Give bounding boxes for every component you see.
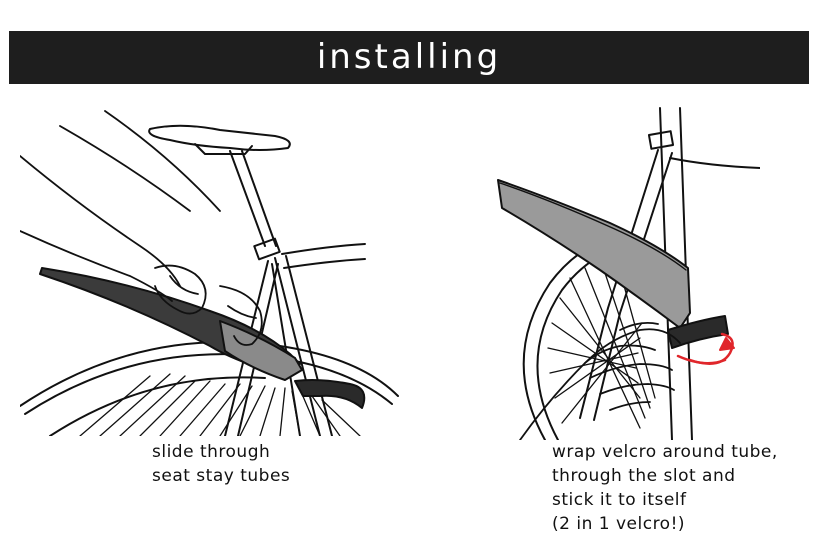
caption-line: (2 in 1 velcro!) [552, 514, 686, 534]
caption-line: slide through [152, 442, 271, 462]
step1-illustration [20, 110, 399, 436]
velcro-strap [294, 379, 366, 409]
saddle [148, 124, 291, 155]
step2-caption: wrap velcro around tube, through the slo… [552, 440, 778, 536]
step2-illustration [497, 107, 760, 440]
caption-line: stick it to itself [552, 490, 687, 510]
page-title: installing [9, 31, 809, 84]
fender [497, 179, 691, 329]
step1-caption: slide through seat stay tubes [152, 440, 290, 488]
hand [519, 321, 681, 440]
hands [20, 110, 263, 346]
caption-line: through the slot and [552, 466, 736, 486]
caption-line: seat stay tubes [152, 466, 291, 486]
caption-line: wrap velcro around tube, [552, 442, 778, 462]
wheel [20, 341, 399, 436]
velcro-strap [667, 315, 729, 349]
